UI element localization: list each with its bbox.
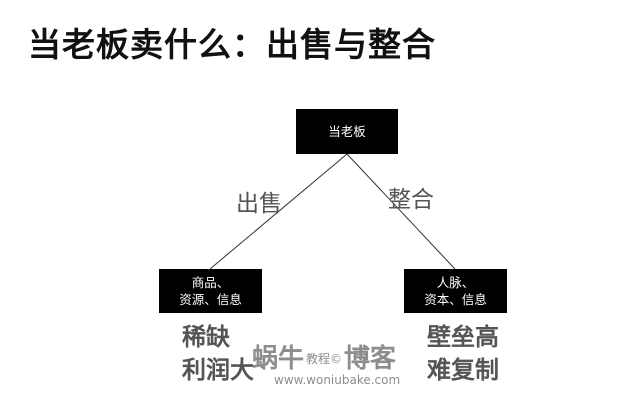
- edge-right-line: [346, 153, 456, 270]
- page-title: 当老板卖什么：出售与整合: [28, 25, 436, 64]
- watermark-url: www.woniubake.com: [274, 373, 401, 387]
- edge-left-line: [209, 153, 348, 270]
- node-goods-line-1: 商品、: [191, 275, 230, 290]
- outcome-sell-line-2: 利润大: [182, 356, 254, 384]
- edge-label-integrate: 整合: [388, 187, 434, 213]
- outcome-integrate-line-2: 难复制: [427, 356, 499, 384]
- node-network: 人脉、 资本、信息: [404, 269, 507, 313]
- outcome-sell: 稀缺 利润大: [182, 321, 254, 387]
- outcome-sell-line-1: 稀缺: [182, 323, 230, 351]
- node-network-line-2: 资本、信息: [424, 292, 487, 307]
- watermark-brand-right: 博客: [344, 344, 397, 374]
- node-boss: 当老板: [296, 109, 398, 154]
- outcome-integrate: 壁垒高 难复制: [427, 321, 499, 387]
- watermark-small-text: 教程©: [306, 352, 343, 366]
- outcome-integrate-line-1: 壁垒高: [427, 323, 499, 351]
- node-boss-line-1: 当老板: [328, 124, 366, 139]
- watermark: 蜗牛 教程© 博客 www.woniubake.com: [252, 338, 428, 388]
- node-network-line-1: 人脉、: [436, 275, 475, 290]
- edge-label-sell: 出售: [236, 191, 282, 217]
- node-goods-line-2: 资源、信息: [179, 292, 242, 307]
- node-goods: 商品、 资源、信息: [159, 269, 262, 313]
- watermark-brand-left: 蜗牛: [252, 344, 305, 374]
